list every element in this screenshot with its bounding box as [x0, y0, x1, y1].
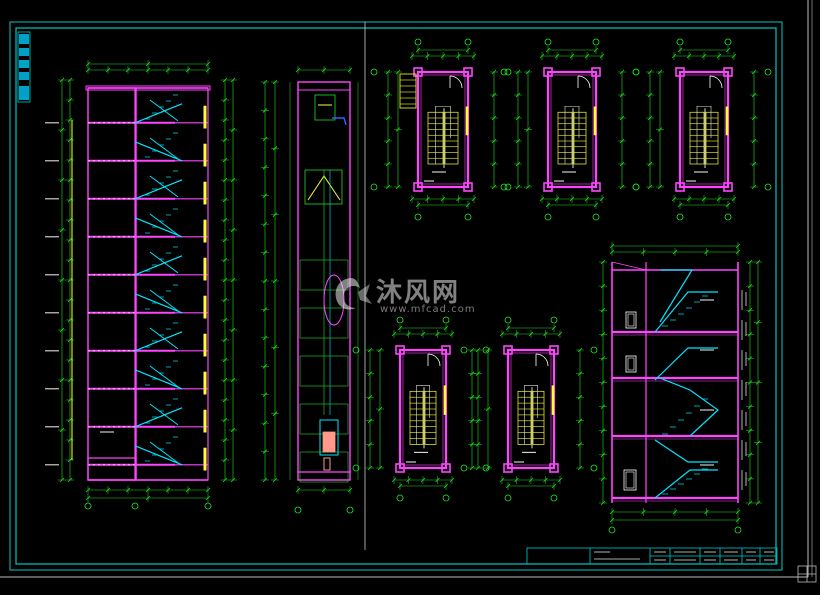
stair-plan-bottom-left — [352, 316, 490, 502]
stair-plan-top-left — [370, 38, 512, 221]
elevator-section-view — [261, 66, 359, 514]
stair-plan-bottom-middle — [460, 316, 598, 502]
stair-plan-top-right — [632, 38, 772, 221]
drawing-frame — [0, 0, 813, 578]
corner-mark-icon — [797, 565, 817, 583]
stair-plan-top-middle — [500, 38, 640, 221]
stair-section-view — [45, 60, 237, 510]
left-title-strip — [17, 31, 31, 103]
stair-detail-section — [599, 242, 762, 534]
title-block — [526, 547, 778, 565]
